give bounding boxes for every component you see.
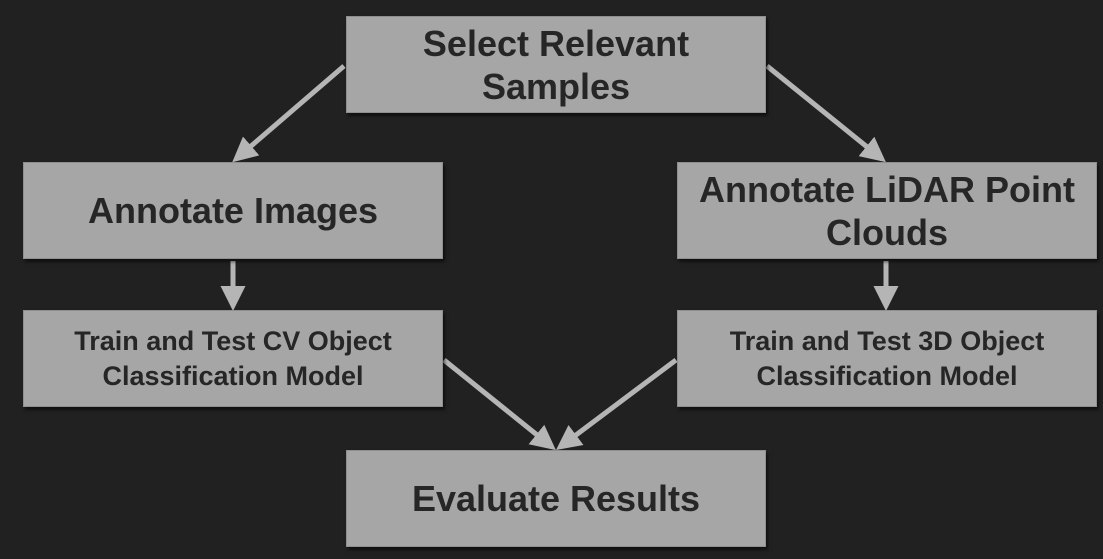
arrow-select-to-annotate-images [232, 64, 346, 163]
node-train-cv-label: Train and Test CV Object Classification … [74, 325, 392, 391]
node-annotate-lidar-point-clouds: Annotate LiDAR Point Clouds [677, 162, 1097, 259]
node-evaluate-label: Evaluate Results [411, 478, 701, 519]
node-annotate-images: Annotate Images [23, 162, 443, 259]
arrow-select-to-annotate-lidar [765, 64, 886, 163]
node-annotate-lidar-label: Annotate LiDAR Point Clouds [699, 168, 1075, 253]
node-evaluate-results: Evaluate Results [346, 450, 766, 547]
node-select-label: Select Relevant Samples [422, 22, 690, 107]
node-annotate-images-label: Annotate Images [87, 190, 379, 231]
node-train-test-3d-model: Train and Test 3D Object Classification … [677, 310, 1097, 407]
arrow-train-3d-to-evaluate [556, 358, 678, 450]
node-train-test-cv-model: Train and Test CV Object Classification … [23, 310, 443, 407]
node-select-relevant-samples: Select Relevant Samples [346, 16, 766, 113]
node-train-3d-label: Train and Test 3D Object Classification … [729, 325, 1045, 391]
arrow-train-cv-to-evaluate [442, 358, 556, 451]
